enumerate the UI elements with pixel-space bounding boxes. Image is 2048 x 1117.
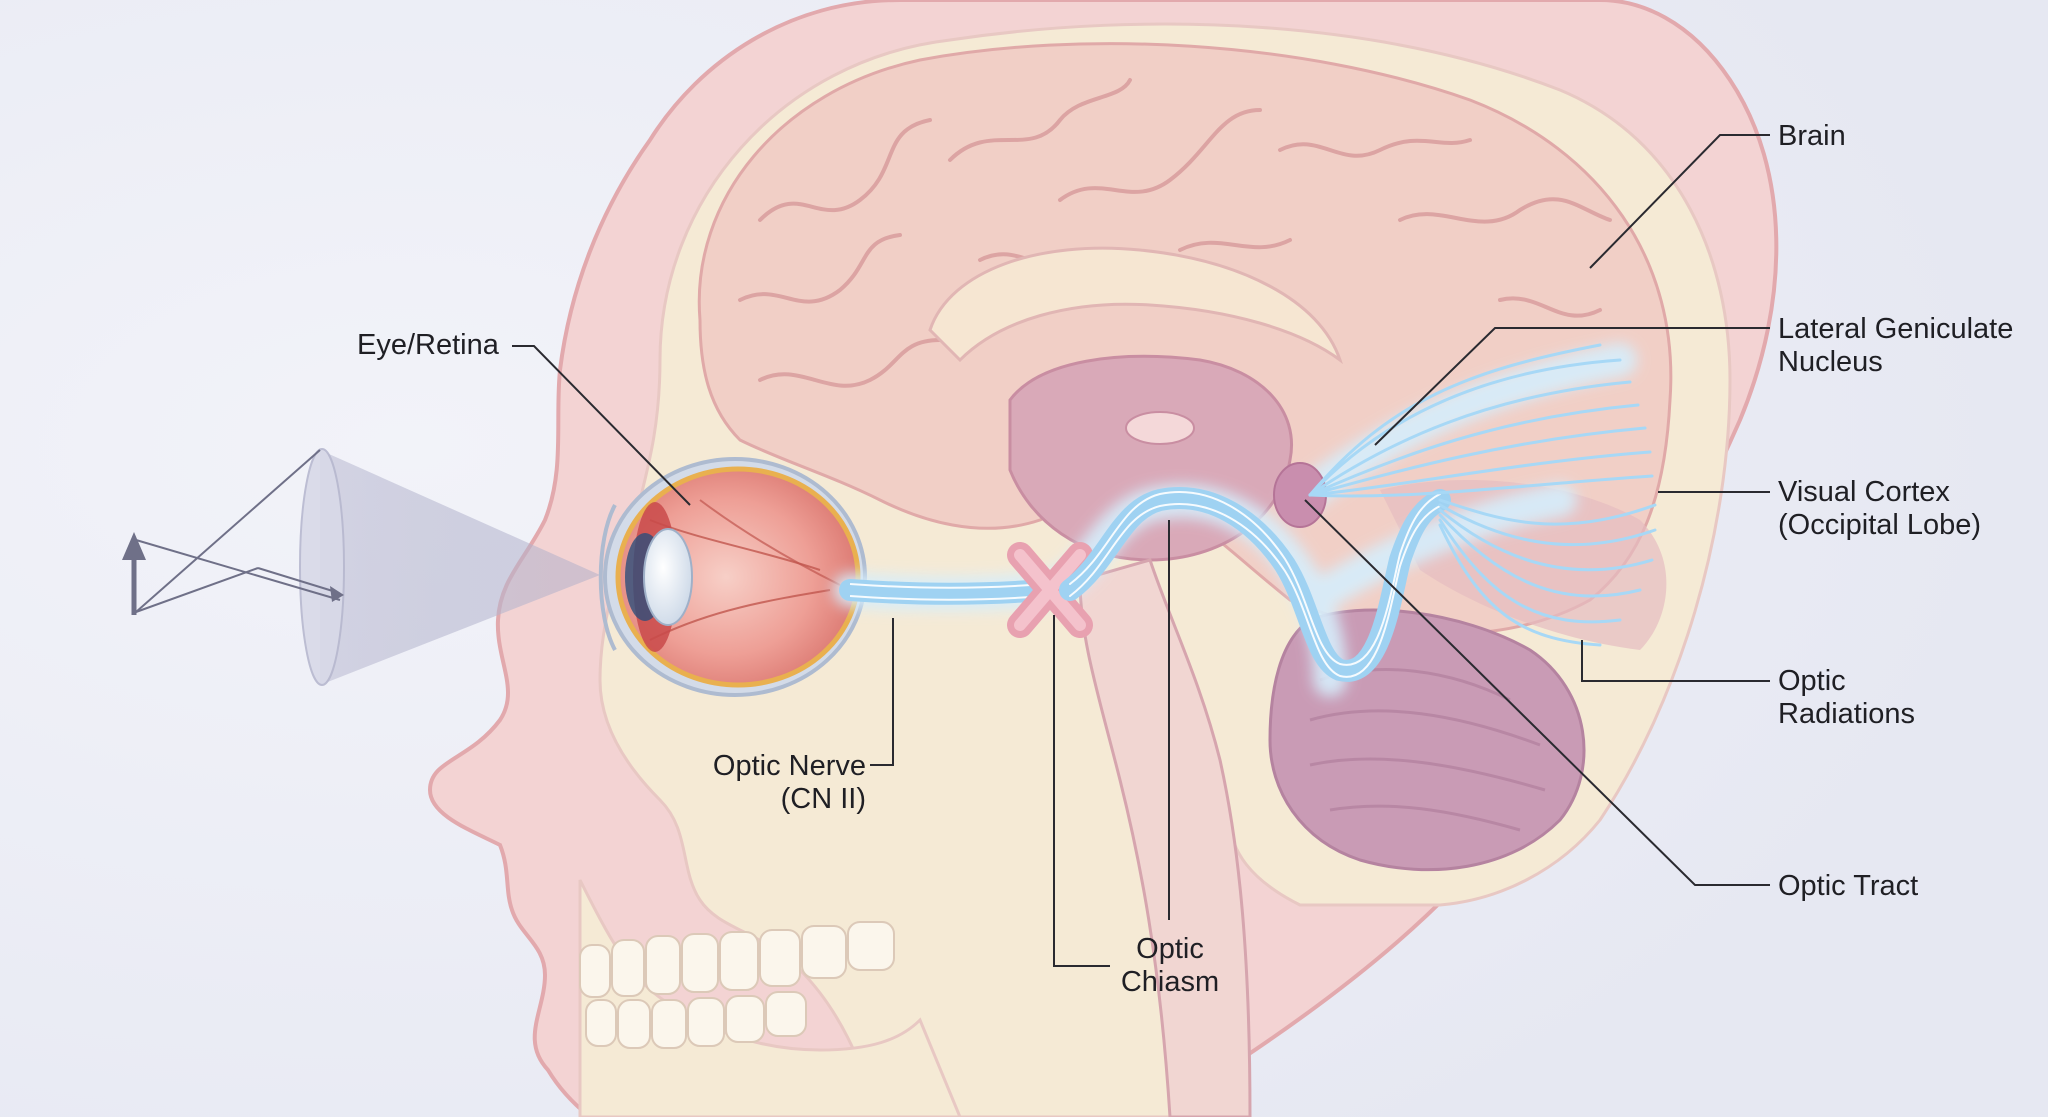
label-visual-cortex-1: Visual Cortex <box>1778 476 1950 508</box>
ray-arrow-head <box>330 586 344 602</box>
label-optic-radiations-1: Optic <box>1778 665 1846 697</box>
leader-optic-radiations <box>1581 640 1770 682</box>
corpus-callosum <box>928 246 1343 365</box>
label-optic-chiasm-1: Optic <box>1136 933 1204 965</box>
optic-tract <box>1059 487 1451 682</box>
label-eye-retina: Eye/Retina <box>357 329 500 361</box>
optic-radiations <box>1308 343 1657 647</box>
optic-nerve <box>839 579 1056 605</box>
label-optic-tract: Optic Tract <box>1778 870 1918 902</box>
label-brain: Brain <box>1778 120 1846 152</box>
leader-brain <box>1589 134 1770 269</box>
label-optic-chiasm-2: Chiasm <box>1121 966 1219 998</box>
leader-lgn <box>1374 327 1770 446</box>
label-optic-nerve-2: (CN II) <box>781 783 866 815</box>
brain-gyri <box>738 78 1612 388</box>
teeth <box>579 921 895 1049</box>
label-optic-nerve-1: Optic Nerve <box>713 750 866 782</box>
label-lgn-1: Lateral Geniculate <box>1778 313 2013 345</box>
object-arrow-icon <box>135 449 341 613</box>
light-cone-icon <box>320 450 600 685</box>
leader-eye-retina <box>512 345 691 506</box>
optic-chiasm <box>1007 542 1093 638</box>
label-lgn-2: Nucleus <box>1778 346 1883 378</box>
leader-lines <box>512 134 1770 967</box>
leader-optic-chiasm <box>1053 615 1110 967</box>
leader-optic-nerve <box>870 618 894 766</box>
ventricle <box>1125 411 1195 445</box>
light-cone-base <box>299 448 345 686</box>
label-visual-cortex-2: (Occipital Lobe) <box>1778 509 1981 541</box>
brainstem <box>1078 558 1252 1117</box>
leader-optic-tract <box>1304 499 1770 886</box>
label-optic-radiations-2: Radiations <box>1778 698 1915 730</box>
optic-nerve-fibers <box>849 583 1046 601</box>
eyeball-icon <box>598 457 867 697</box>
object-arrow-head <box>122 532 146 560</box>
